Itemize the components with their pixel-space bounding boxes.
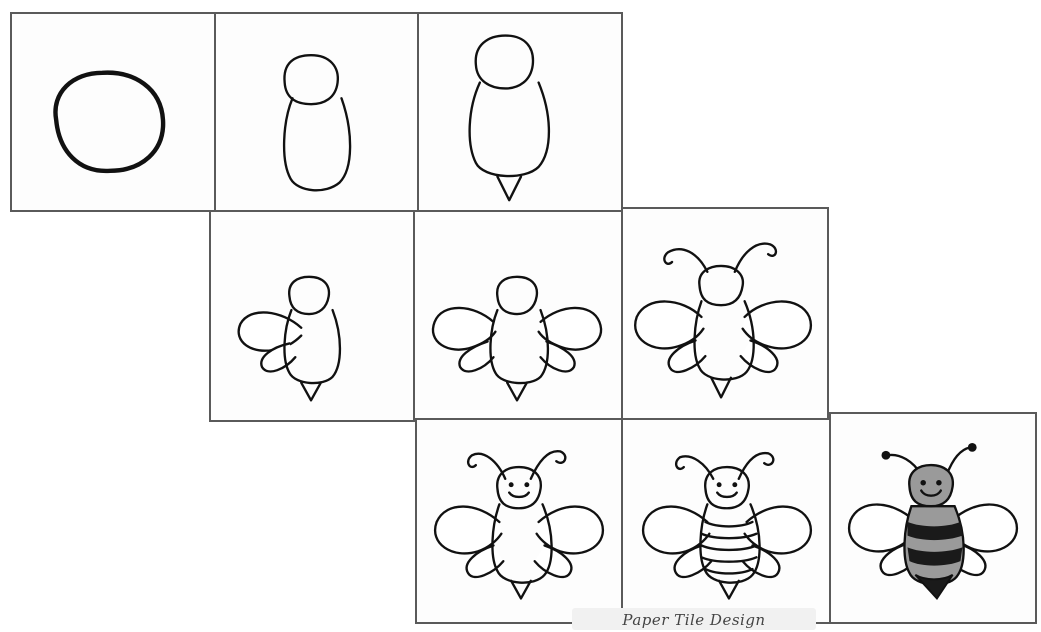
head-circle-icon [12,14,214,210]
step-5-panel [413,210,623,422]
step-4-panel [209,210,415,422]
step-2-panel [214,12,420,212]
stripes-icon [623,420,829,622]
stinger-icon [419,14,621,210]
credit-watermark: Paper Tile Design [572,608,816,630]
colored-bee-icon [831,414,1035,622]
step-7-panel [415,418,623,624]
step-3-panel [417,12,623,212]
face-icon [417,420,621,622]
antenna-icon [623,209,827,419]
step-9-panel [829,412,1037,624]
step-8-panel [621,418,831,624]
left-wing-icon [211,212,413,420]
step-6-panel [621,207,829,421]
step-1-panel [10,12,216,212]
right-wing-icon [415,212,621,420]
head-body-icon [216,14,418,210]
